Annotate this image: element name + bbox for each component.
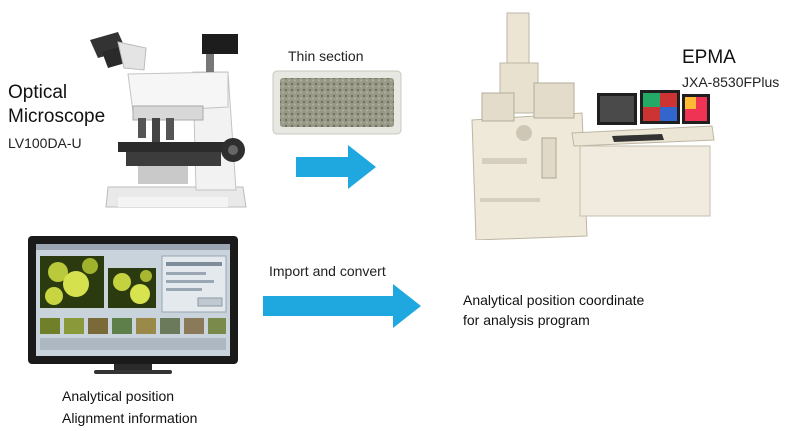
microscope-name-line1: Optical bbox=[8, 82, 68, 103]
arrow-import-convert bbox=[263, 284, 423, 328]
monitor-caption-line1: Analytical position bbox=[62, 388, 175, 404]
result-line1: Analytical position coordinate bbox=[463, 292, 645, 308]
import-convert-label: Import and convert bbox=[269, 263, 386, 279]
epma-name: EPMA bbox=[682, 47, 736, 68]
microscope-model: LV100DA-U bbox=[8, 135, 82, 151]
thin-section-image bbox=[272, 70, 402, 135]
epma-instrument-image bbox=[462, 8, 722, 240]
thin-section-label: Thin section bbox=[288, 48, 364, 64]
epma-model: JXA-8530FPlus bbox=[682, 74, 780, 90]
microscope-name-line2: Microscope bbox=[8, 106, 106, 127]
optical-microscope-image bbox=[78, 12, 253, 217]
software-monitor-image bbox=[28, 236, 238, 376]
result-line2: for analysis program bbox=[463, 312, 590, 328]
arrow-to-epma bbox=[296, 145, 378, 189]
monitor-caption-line2: Alignment information bbox=[62, 410, 198, 426]
